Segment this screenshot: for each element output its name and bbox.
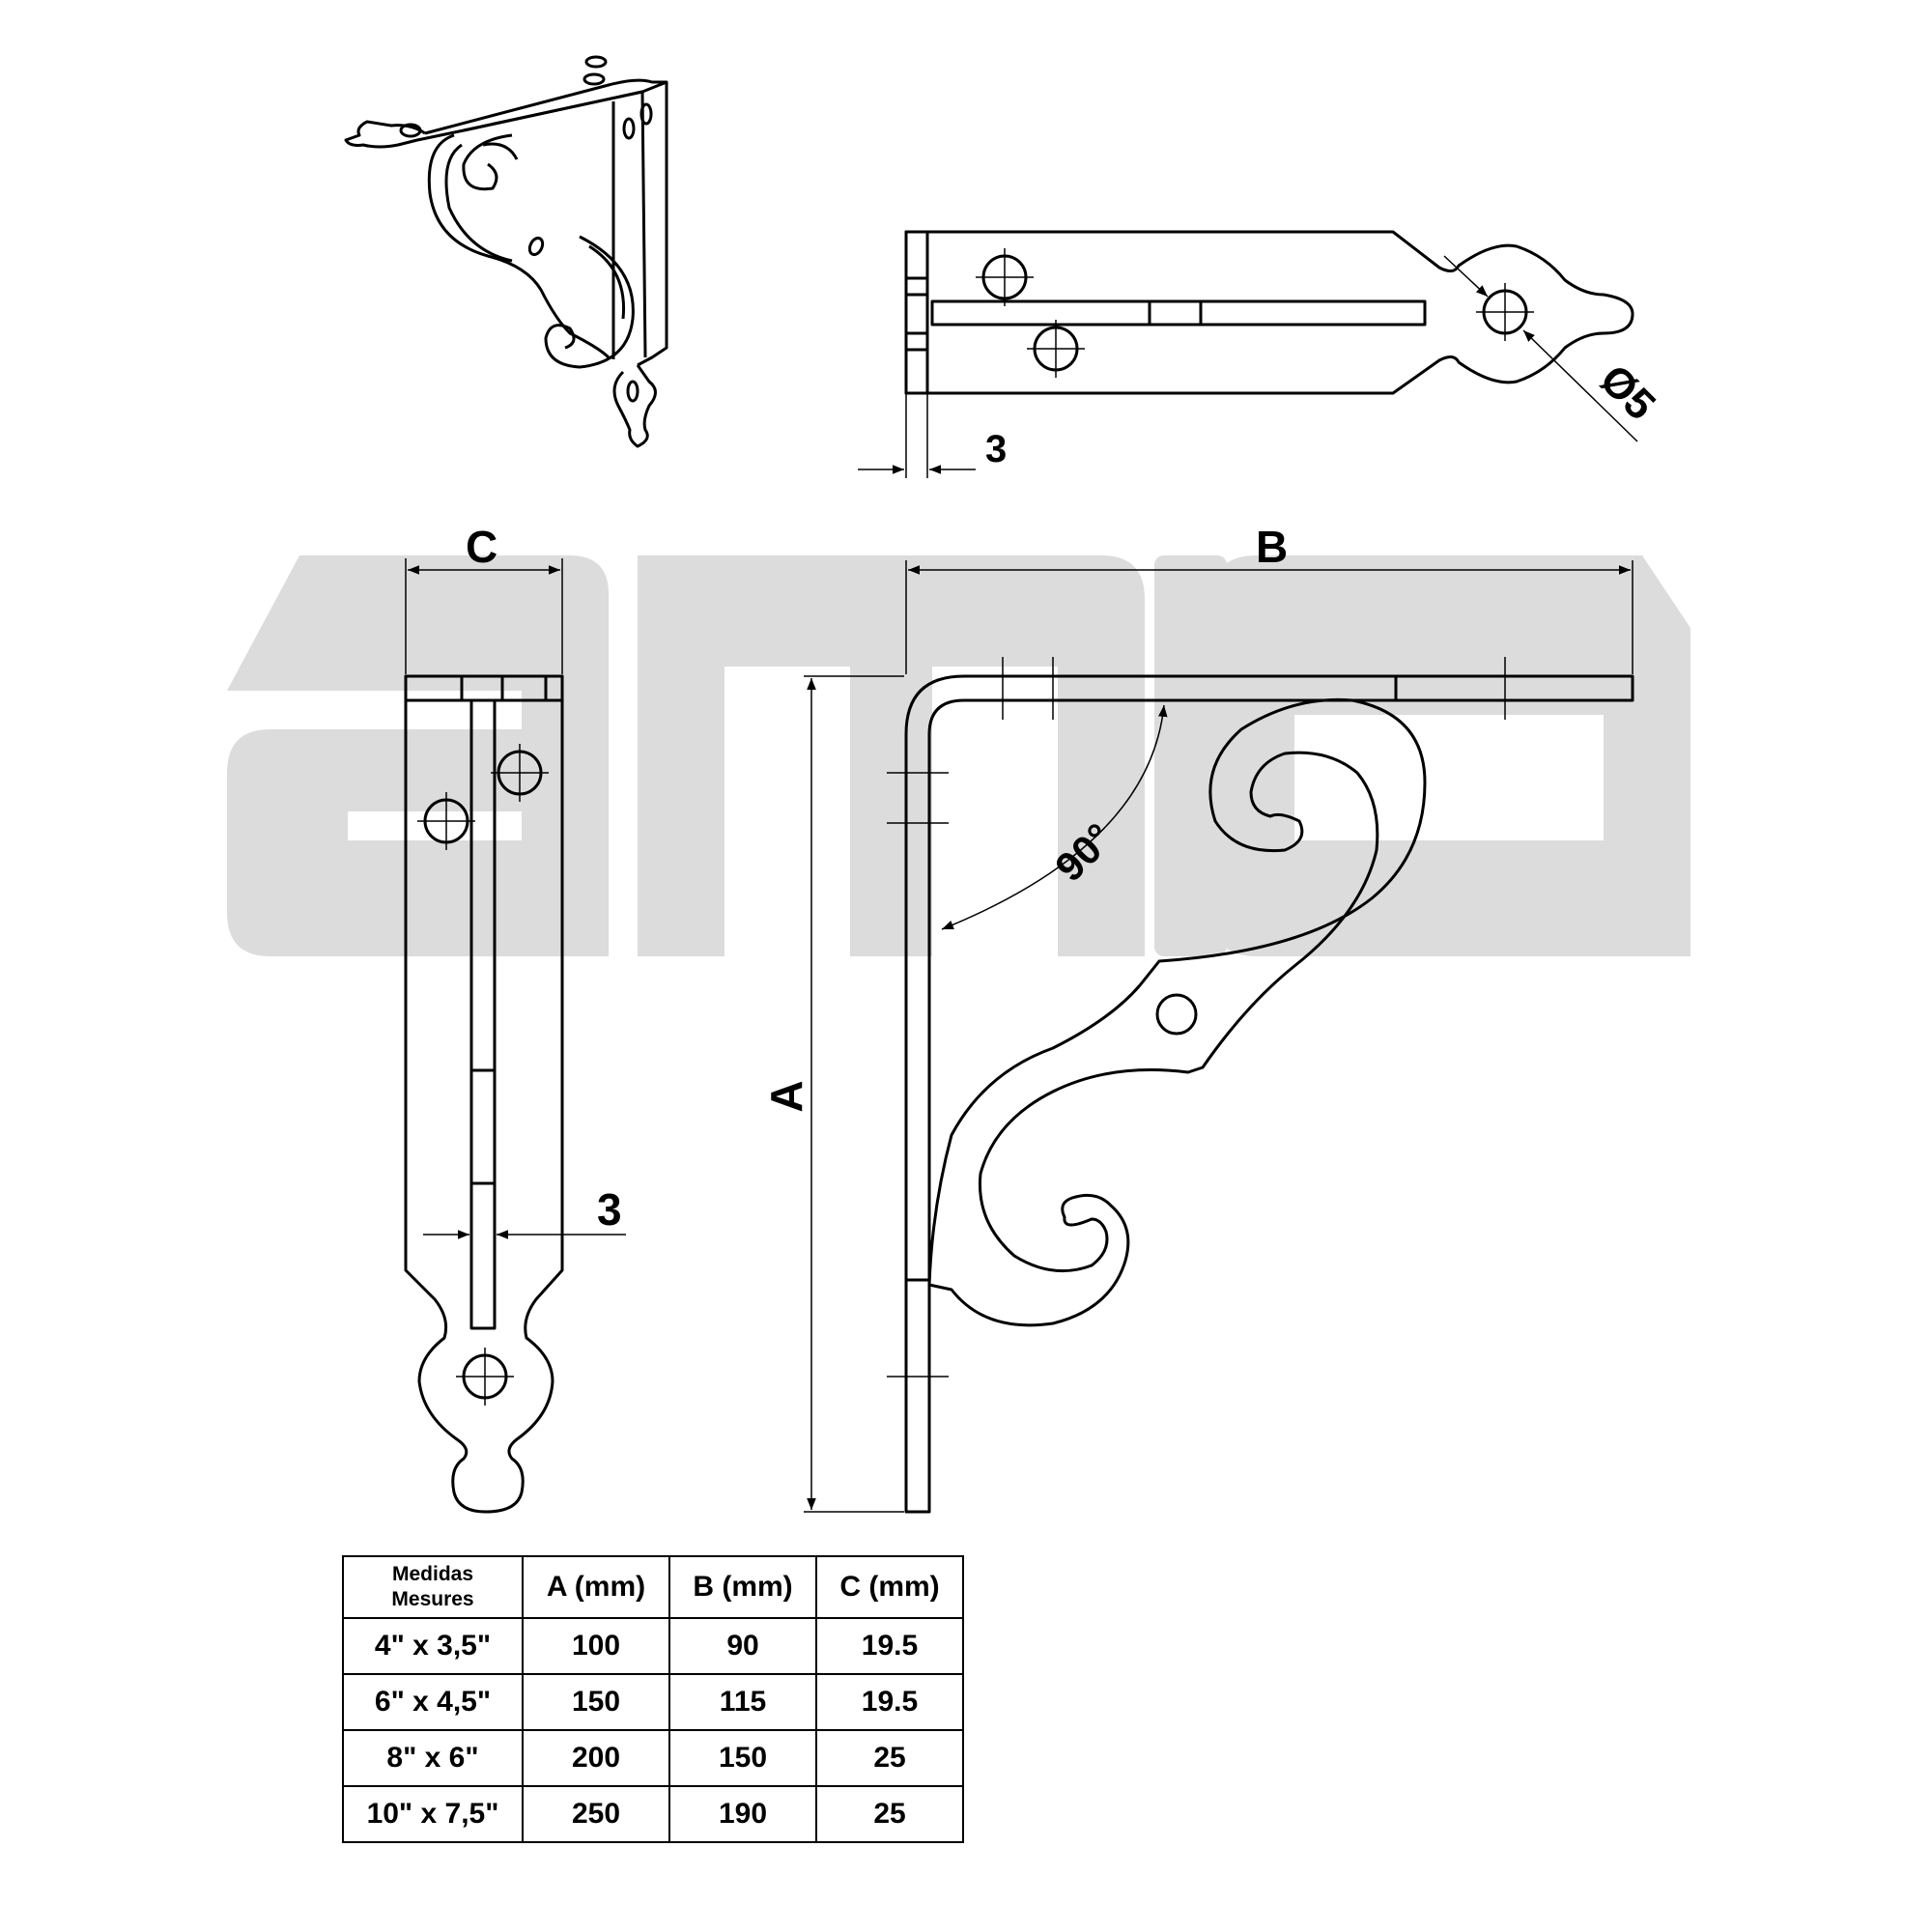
side-view-centerlines xyxy=(417,744,549,1406)
b-cell: 115 xyxy=(668,1673,817,1731)
b-cell: 90 xyxy=(668,1617,817,1675)
b-column-header: B (mm) xyxy=(668,1555,817,1619)
a-dimension xyxy=(804,675,904,1513)
c-column-header: C (mm) xyxy=(815,1555,964,1619)
table-row: 10" x 7,5" 250 190 25 xyxy=(342,1785,964,1843)
dimensions-table: Medidas Mesures A (mm) B (mm) C (mm) 4" … xyxy=(342,1555,964,1843)
a-column-header: A (mm) xyxy=(522,1555,670,1619)
c-dimension-label: C xyxy=(466,522,497,572)
size-cell: 10" x 7,5" xyxy=(342,1785,524,1843)
b-cell: 150 xyxy=(668,1729,817,1787)
a-cell: 200 xyxy=(522,1729,670,1787)
a-dimension-label: A xyxy=(761,1080,811,1112)
a-cell: 150 xyxy=(522,1673,670,1731)
c-cell: 19.5 xyxy=(815,1673,964,1731)
c-cell: 25 xyxy=(815,1729,964,1787)
a-cell: 100 xyxy=(522,1617,670,1675)
size-column-header: Medidas Mesures xyxy=(342,1555,524,1619)
isometric-view xyxy=(344,55,668,448)
watermark-logo xyxy=(227,555,1690,956)
c-cell: 25 xyxy=(815,1785,964,1843)
size-cell: 8" x 6" xyxy=(342,1729,524,1787)
table-row: 4" x 3,5" 100 90 19.5 xyxy=(342,1617,964,1675)
b-dimension-label: B xyxy=(1256,522,1288,572)
b-cell: 190 xyxy=(668,1785,817,1843)
size-cell: 6" x 4,5" xyxy=(342,1673,524,1731)
top-thickness-dimension xyxy=(858,393,976,478)
front-view xyxy=(904,674,1634,1514)
b-dimension xyxy=(905,560,1634,674)
side-thickness-label: 3 xyxy=(597,1184,622,1235)
angle-arc xyxy=(941,704,1168,930)
hole-diameter-leader xyxy=(1443,255,1638,442)
top-thickness-label: 3 xyxy=(985,428,1007,470)
table-header-row: Medidas Mesures A (mm) B (mm) C (mm) xyxy=(342,1555,964,1619)
table-row: 8" x 6" 200 150 25 xyxy=(342,1729,964,1787)
top-view-centerlines xyxy=(976,248,1534,378)
hole-diameter-label: Ø5 xyxy=(1591,355,1664,429)
size-header-line2: Mesures xyxy=(391,1588,474,1610)
table-row: 6" x 4,5" 150 115 19.5 xyxy=(342,1673,964,1731)
a-cell: 250 xyxy=(522,1785,670,1843)
size-cell: 4" x 3,5" xyxy=(342,1617,524,1675)
c-dimension xyxy=(405,558,563,674)
size-header-line1: Medidas xyxy=(391,1563,474,1585)
c-cell: 19.5 xyxy=(815,1617,964,1675)
